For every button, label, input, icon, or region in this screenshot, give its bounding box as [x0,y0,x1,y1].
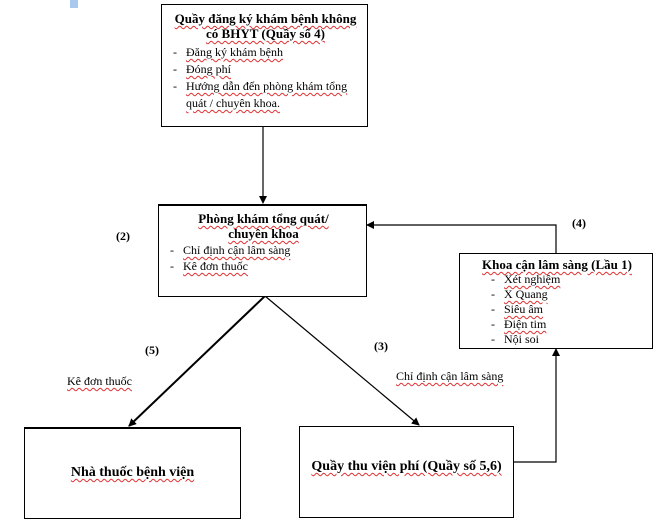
paraclinical-item: -Nội soi [491,332,540,346]
clinic-title-line2: chuyên khoa [228,226,299,241]
registration-item: -Hướng dẫn đến phòng khám tổng quát / ch… [173,79,348,110]
edge-label-to-pharmacy: Kê đơn thuốc [67,374,132,388]
arrow-clinic-to-cashier [264,295,420,426]
selection-marker [70,0,78,8]
pharmacy-box: Nhà thuốc bệnh viện [24,427,241,519]
paraclinical-title: Khoa cận lâm sàng (Lầu 1) [482,257,632,272]
clinic-item: -Chỉ định cận lâm sàng [170,243,291,257]
pharmacy-title: Nhà thuốc bệnh viện [70,465,195,480]
edge-label-to-cashier: Chỉ định cận lâm sàng [396,369,504,383]
paraclinical-box: Khoa cận lâm sàng (Lầu 1) -Xét nghiệm -X… [459,253,653,349]
step-label-4: (4) [572,216,586,230]
paraclinical-item: -Xét nghiệm [491,272,561,286]
paraclinical-item: -X Quang [491,287,548,301]
step-label-3: (3) [374,339,388,353]
cashier-box: Quầy thu viện phí (Quầy số 5,6) [299,426,514,518]
arrow-clinic-to-pharmacy [128,295,266,427]
clinic-item: -Kê đơn thuốc [170,259,248,273]
arrow-paraclinical-to-clinic [366,221,557,253]
cashier-title: Quầy thu viện phí (Quầy số 5,6) [311,459,502,474]
paraclinical-item: -Điện tim [491,317,547,331]
registration-item: -Đóng phí [173,62,231,76]
arrow-cashier-to-paraclinical [513,348,560,463]
registration-box: Quầy đăng ký khám bệnh không có BHYT (Qu… [161,4,368,127]
registration-item: -Đăng ký khám bệnh [173,45,283,59]
clinic-box: Phòng khám tổng quát/ chuyên khoa -Chỉ đ… [158,204,367,297]
step-label-5: (5) [145,343,159,357]
registration-title: Quầy đăng ký khám bệnh không có BHYT (Qu… [174,11,357,41]
clinic-title-line1: Phòng khám tổng quát/ [198,211,329,226]
paraclinical-item: -Siêu âm [491,302,543,316]
step-label-2: (2) [116,229,130,243]
